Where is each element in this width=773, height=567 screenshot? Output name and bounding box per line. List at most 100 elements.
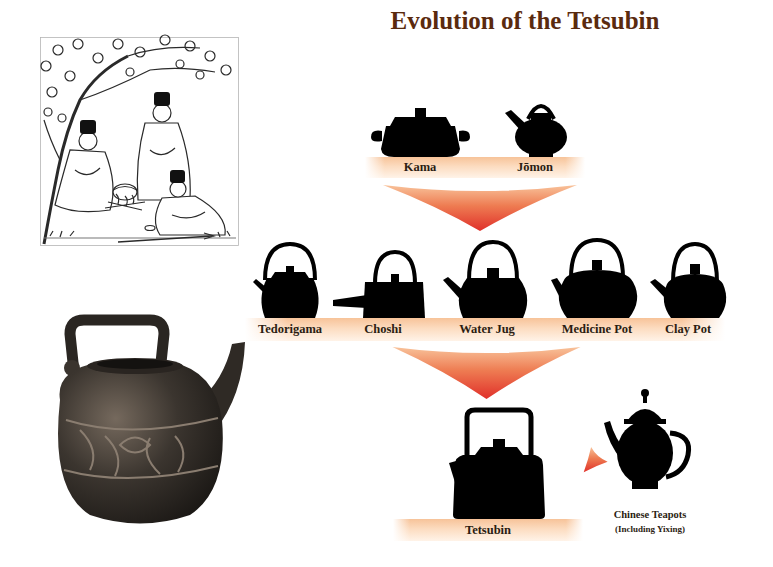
sketch-illustration-part-part — [150, 68, 215, 72]
pot-silhouettes-part — [469, 242, 517, 280]
pot-silhouettes-part — [467, 410, 531, 457]
pot-silhouettes-part — [604, 421, 626, 461]
pot-silhouettes-part — [449, 461, 465, 489]
pot-silhouettes-part — [415, 108, 426, 117]
sketch-illustration — [41, 35, 239, 246]
sketch-illustration-part — [41, 35, 236, 244]
pot-silhouettes-part — [363, 282, 425, 318]
sketch-illustration-part-part — [185, 41, 195, 51]
sketch-illustration-part-part — [170, 181, 186, 197]
pot-silhouettes-part — [453, 455, 545, 519]
sketch-illustration-part-part — [93, 53, 103, 63]
sketch-illustration-part-part — [135, 47, 145, 57]
stage-label: Choshi — [364, 322, 402, 337]
sketch-illustration-part-part — [137, 123, 190, 200]
pot-silhouettes-part — [390, 117, 451, 126]
flow-arrow — [584, 447, 608, 472]
pot-silhouettes-part — [371, 131, 382, 142]
sketch-illustration-part-part — [118, 236, 212, 242]
iron-pot-photo-part — [97, 359, 173, 369]
sketch-illustration-part-part — [47, 87, 57, 97]
sketch-illustration-part-part — [221, 65, 231, 75]
pot-silhouettes-part — [592, 260, 602, 270]
pot-silhouettes-part — [571, 240, 623, 278]
pot-silhouettes-part — [391, 274, 399, 282]
stage-label: Clay Pot — [665, 322, 711, 337]
sketch-illustration-part-part — [205, 51, 215, 61]
pot-silhouettes-part — [673, 244, 717, 282]
stage-label: Kama — [404, 160, 437, 175]
pot-silhouettes-part — [265, 244, 315, 280]
pot-silhouettes-part — [666, 433, 689, 477]
stage-label: Medicine Pot — [562, 322, 632, 337]
pot-silhouettes-part — [650, 279, 671, 298]
iron-pot-photo-part — [87, 358, 183, 374]
pot-silhouettes — [449, 410, 545, 519]
pot-silhouettes-part — [643, 395, 647, 403]
iron-pot-photo-part-part — [80, 430, 118, 476]
iron-pot-photo-part-part — [120, 438, 150, 453]
sketch-illustration-part-part — [172, 212, 205, 218]
stage-band: Tedorigama Choshi Water Jug Medicine Pot Cla… — [245, 238, 725, 341]
iron-pot-photo — [58, 320, 245, 524]
pot-silhouettes-part — [459, 131, 470, 142]
sketch-illustration-part-part — [113, 39, 123, 49]
sketch-illustration-part-part — [44, 108, 52, 116]
sketch-illustration-part-part — [155, 196, 225, 235]
sketch-illustration-part — [41, 38, 239, 246]
sketch-illustration-part-part — [160, 35, 170, 45]
pot-silhouettes-part — [271, 272, 309, 278]
sketch-illustration-part-part — [126, 68, 134, 76]
diagram-title: Evolution of the Tetsubin — [325, 6, 725, 36]
pot-silhouettes-part — [632, 481, 658, 489]
stage-label: Water Jug — [459, 322, 515, 337]
sketch-illustration-part — [80, 92, 185, 183]
pot-silhouettes-part — [333, 295, 367, 308]
pot-silhouettes-part — [253, 279, 267, 292]
stage-band: Tetsubin — [393, 405, 583, 541]
sketch-illustration-part-part — [65, 71, 75, 81]
stage-label: Tedorigama — [258, 322, 322, 337]
stage-band: KamaJōmon — [365, 95, 585, 178]
pot-silhouettes-part — [381, 126, 460, 157]
sketch-illustration-part-part — [55, 150, 113, 212]
pot-silhouettes — [253, 240, 726, 318]
pot-silhouettes-part — [459, 278, 527, 318]
pot-silhouettes-part — [493, 439, 505, 447]
iron-pot-photo-part — [64, 418, 218, 478]
pot-silhouettes-part — [531, 113, 551, 121]
sketch-illustration-part-part — [145, 226, 155, 231]
pot-silhouettes-part — [551, 278, 565, 296]
iron-pot-photo-part-part — [66, 418, 218, 430]
pot-silhouettes-part — [475, 447, 523, 455]
pot-silhouettes-part — [286, 266, 294, 272]
pot-silhouettes-part — [529, 150, 553, 157]
sketch-illustration-part-part — [44, 56, 128, 244]
pot-silhouettes — [604, 389, 689, 489]
sketch-illustration-part-part — [73, 39, 83, 49]
sketch-illustration-part-part — [80, 70, 150, 100]
pot-silhouettes — [371, 106, 567, 157]
iron-pot-photo-part-part — [64, 466, 218, 478]
stage-label: Tetsubin — [465, 523, 511, 538]
pot-silhouettes-part — [487, 268, 499, 278]
sketch-illustration-part-part — [153, 104, 171, 122]
pot-silhouettes-part — [528, 106, 554, 119]
sketch-illustration-part-part — [53, 45, 63, 55]
stage-node: Chinese Teapots(Including Yixing) — [600, 383, 700, 540]
pot-silhouettes-part — [505, 110, 527, 131]
sketch-illustration-part-part — [154, 92, 170, 106]
flow-arrow — [393, 347, 581, 399]
sketch-illustration-part-part — [150, 148, 175, 155]
sketch-illustration-part-part — [170, 170, 185, 183]
flow-arrow — [383, 185, 577, 231]
sketch-illustration-part-part — [128, 47, 200, 56]
sketch-illustration-part-part — [176, 60, 184, 68]
sketch-illustration-part-part — [58, 114, 66, 122]
sketch-illustration-part-part — [80, 120, 96, 134]
sketch-illustration-part-part — [75, 168, 100, 175]
